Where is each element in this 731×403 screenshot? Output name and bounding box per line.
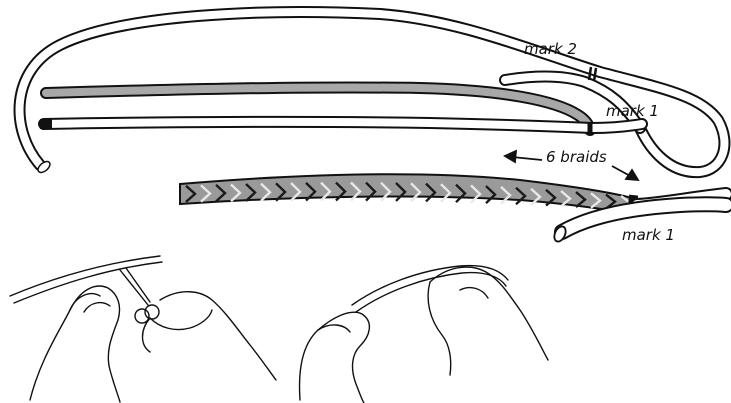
- six-braids-label: 6 braids: [546, 148, 607, 166]
- braided-section: [180, 174, 638, 217]
- mark-2-label: mark 2: [524, 40, 577, 58]
- hands-cutting-illustration: [10, 256, 276, 402]
- mark-1-label-bottom: mark 1: [622, 226, 675, 244]
- hollow-rope-strand: [40, 119, 642, 134]
- mark-1-label-top: mark 1: [606, 102, 659, 120]
- hands-holding-rope-illustration: [300, 266, 548, 403]
